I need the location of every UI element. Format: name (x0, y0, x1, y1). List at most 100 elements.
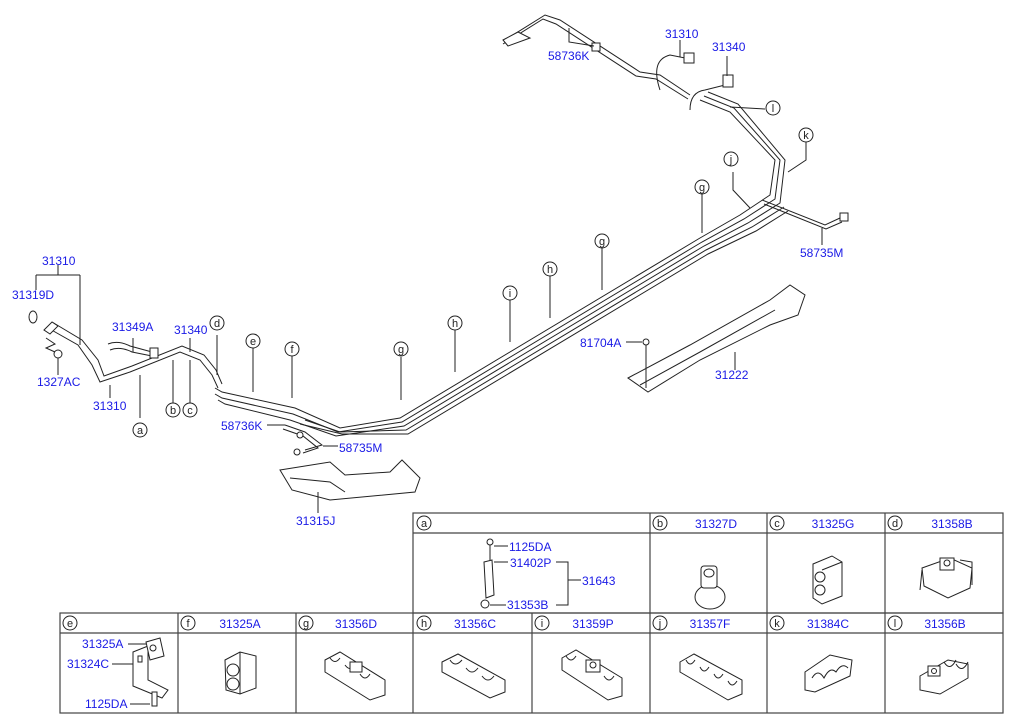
detail-box-b: b 31327D (652, 515, 737, 610)
callout-58736K: 58736K (221, 419, 262, 433)
clip-nut-icon (53, 349, 63, 359)
part-number: 31356B (924, 617, 965, 631)
brake-fuel-pipe-bundle (28, 14, 849, 456)
callout-58735M: 58735M (800, 246, 843, 260)
svg-text:k: k (803, 130, 809, 142)
svg-text:h: h (421, 618, 427, 630)
svg-text:j: j (729, 154, 732, 166)
clamp-31325A-icon (224, 651, 257, 695)
svg-text:h: h (547, 264, 553, 276)
part-number: 31325A (219, 617, 260, 631)
svg-text:d: d (892, 518, 898, 530)
svg-text:f: f (186, 618, 190, 630)
detail-box-l: l 31356B (887, 615, 969, 695)
callout-31222: 31222 (715, 368, 749, 382)
bolt-icon (486, 538, 494, 546)
detail-box-e: e 31325A 31324C 1125DA (62, 615, 169, 711)
detail-box-a: a 1125DA 31402P 31353B 31643 (416, 515, 616, 612)
o-ring-icon (28, 310, 38, 324)
detail-box-c: c 31325G (769, 515, 855, 605)
detail-box-g: g 31356D (298, 615, 386, 701)
svg-text:c: c (774, 518, 780, 530)
clamp-31327D-icon (694, 565, 726, 610)
svg-text:i: i (541, 618, 543, 630)
callout-31315J: 31315J (296, 514, 335, 528)
callouts: 31310 31319D 1327AC 31310 31349A 31340 5… (12, 27, 843, 528)
clip-31356D-icon (324, 651, 386, 701)
bracket-31222 (627, 284, 806, 393)
sub-label-31324C: 31324C (67, 657, 109, 671)
leader-lines (35, 28, 823, 513)
detail-box-f: f 31325A (180, 615, 261, 695)
svg-text:g: g (303, 618, 309, 630)
callout-81704A: 81704A (580, 336, 621, 350)
sub-label-31353B: 31353B (507, 598, 548, 612)
marker-i[interactable]: i (502, 285, 518, 301)
sub-label-1125DA: 1125DA (509, 540, 551, 554)
clip-icon (480, 599, 490, 609)
callout-31310: 31310 (665, 27, 699, 41)
svg-text:e: e (67, 618, 73, 630)
part-number: 31358B (931, 517, 972, 531)
part-number: 31356D (335, 617, 377, 631)
sub-label-1125DA: 1125DA (85, 697, 127, 711)
svg-text:d: d (214, 318, 220, 330)
svg-text:g: g (398, 344, 404, 356)
marker-d[interactable]: d (209, 315, 225, 331)
sub-label-31643: 31643 (582, 574, 616, 588)
svg-text:b: b (657, 518, 663, 530)
clamp-31325G-icon (812, 555, 843, 605)
svg-text:i: i (509, 288, 511, 300)
callout-31340: 31340 (712, 40, 746, 54)
svg-text:e: e (250, 336, 256, 348)
svg-text:a: a (137, 425, 144, 437)
svg-text:j: j (658, 618, 661, 630)
marker-e[interactable]: e (245, 333, 261, 349)
callout-31310: 31310 (93, 399, 127, 413)
marker-a[interactable]: a (132, 422, 148, 438)
detail-grid (59, 512, 1004, 714)
marker-g[interactable]: g (694, 179, 710, 195)
callout-31319D: 31319D (12, 288, 54, 302)
clip-31357F-icon (679, 653, 743, 701)
letter-markers: a b c d e f g h i h g g j k l (132, 100, 814, 438)
svg-text:f: f (290, 344, 294, 356)
marker-h[interactable]: h (447, 315, 463, 331)
svg-text:g: g (699, 182, 705, 194)
marker-f[interactable]: f (284, 341, 300, 357)
marker-l[interactable]: l (765, 100, 781, 116)
detail-box-i: i 31359P (534, 615, 623, 701)
bracket-31315J (279, 459, 421, 501)
callout-31349A: 31349A (112, 320, 153, 334)
callout-31310: 31310 (42, 254, 76, 268)
part-number: 31325G (812, 517, 855, 531)
marker-c[interactable]: c (182, 402, 198, 418)
detail-box-k: k 31384C (769, 615, 853, 693)
marker-h[interactable]: h (542, 261, 558, 277)
callout-58736K: 58736K (548, 49, 589, 63)
svg-text:h: h (452, 318, 458, 330)
part-number: 31327D (695, 517, 737, 531)
clip-31384C-icon (804, 654, 853, 693)
marker-g[interactable]: g (594, 233, 610, 249)
box-letter: a (421, 518, 428, 530)
clip-31358B-icon (919, 557, 973, 599)
bolt-81704A-icon (642, 338, 650, 346)
svg-text:k: k (774, 618, 780, 630)
clip-31356C-icon (441, 653, 506, 699)
svg-text:g: g (599, 236, 605, 248)
part-number: 31384C (807, 617, 849, 631)
marker-g[interactable]: g (393, 341, 409, 357)
callout-31340: 31340 (174, 323, 208, 337)
svg-text:l: l (772, 103, 774, 115)
marker-k[interactable]: k (798, 127, 814, 143)
callout-1327AC: 1327AC (37, 375, 81, 389)
svg-text:c: c (187, 405, 193, 417)
svg-text:l: l (894, 618, 896, 630)
marker-b[interactable]: b (165, 402, 181, 418)
sub-label-31325A: 31325A (82, 637, 123, 651)
marker-j[interactable]: j (723, 151, 739, 167)
detail-box-h: h 31356C (416, 615, 506, 699)
part-number: 31359P (572, 617, 613, 631)
